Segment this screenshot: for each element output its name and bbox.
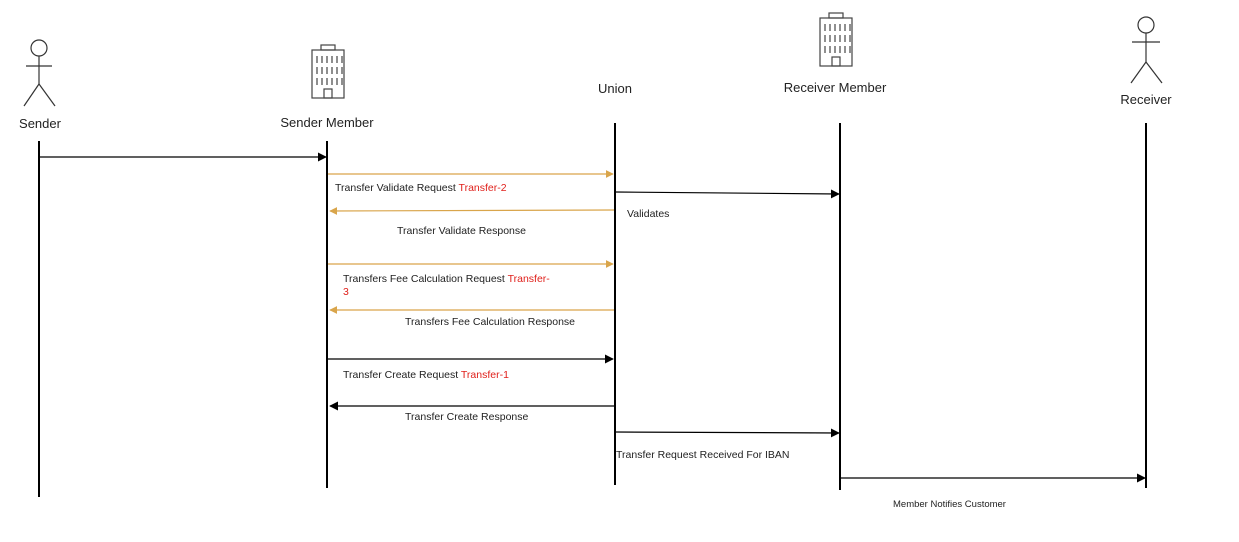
message-transfer-create-response: Transfer Create Response <box>329 401 614 423</box>
participant-label-union: Union <box>598 81 632 96</box>
participant-label-sender: Sender <box>19 116 62 131</box>
person-icon <box>1130 16 1163 84</box>
message-transfer-validate-response: Transfer Validate Response <box>329 206 615 237</box>
building-icon <box>311 44 345 99</box>
message-arrow <box>614 189 840 199</box>
message-transfers-fee-calculation-response: Transfers Fee Calculation Response <box>329 306 614 328</box>
message-member-notifies-customer: Member Notifies Customer <box>841 473 1146 510</box>
participant-receiver: Receiver <box>1120 16 1172 488</box>
message-transfer-validate-request: Transfer Validate Request Transfer-2 <box>328 170 614 194</box>
message-label: Transfer Create Response <box>405 411 528 423</box>
message-label: Transfer Validate Request Transfer-2 <box>335 182 507 194</box>
participant-label-receiver-member: Receiver Member <box>784 80 887 95</box>
message-transfer-create-request: Transfer Create Request Transfer-1 <box>328 354 614 381</box>
message-arrow <box>614 428 840 438</box>
building-icon <box>819 12 853 67</box>
message-label: Validates <box>627 208 669 220</box>
message-arrow <box>329 206 615 215</box>
message-label: Transfers Fee Calculation Request Transf… <box>343 273 550 285</box>
transfer-tag: Transfer-2 <box>459 182 507 194</box>
person-icon <box>23 39 56 107</box>
participant-receiver-member: Receiver Member <box>784 12 887 490</box>
message-label: Transfer Request Received For IBAN <box>616 449 790 461</box>
participant-sender: Sender <box>19 39 62 497</box>
message-label: Transfer Create Request Transfer-1 <box>343 369 509 381</box>
message-label: Member Notifies Customer <box>893 499 1006 510</box>
transfer-tag-continued: 3 <box>343 286 349 298</box>
participant-union: Union <box>598 81 632 485</box>
transfer-tag: Transfer- <box>508 273 551 285</box>
message-validates: Validates <box>614 189 840 220</box>
message-label: Transfer Validate Response <box>397 225 526 237</box>
participant-sender-member: Sender Member <box>280 44 374 488</box>
participant-label-sender-member: Sender Member <box>280 115 374 130</box>
message-label: Transfers Fee Calculation Response <box>405 316 575 328</box>
message-transfer-request-received: Transfer Request Received For IBAN <box>614 428 840 461</box>
message-transfers-fee-calculation-request: Transfers Fee Calculation Request Transf… <box>328 260 614 298</box>
participant-label-receiver: Receiver <box>1120 92 1172 107</box>
transfer-tag: Transfer-1 <box>461 369 509 381</box>
